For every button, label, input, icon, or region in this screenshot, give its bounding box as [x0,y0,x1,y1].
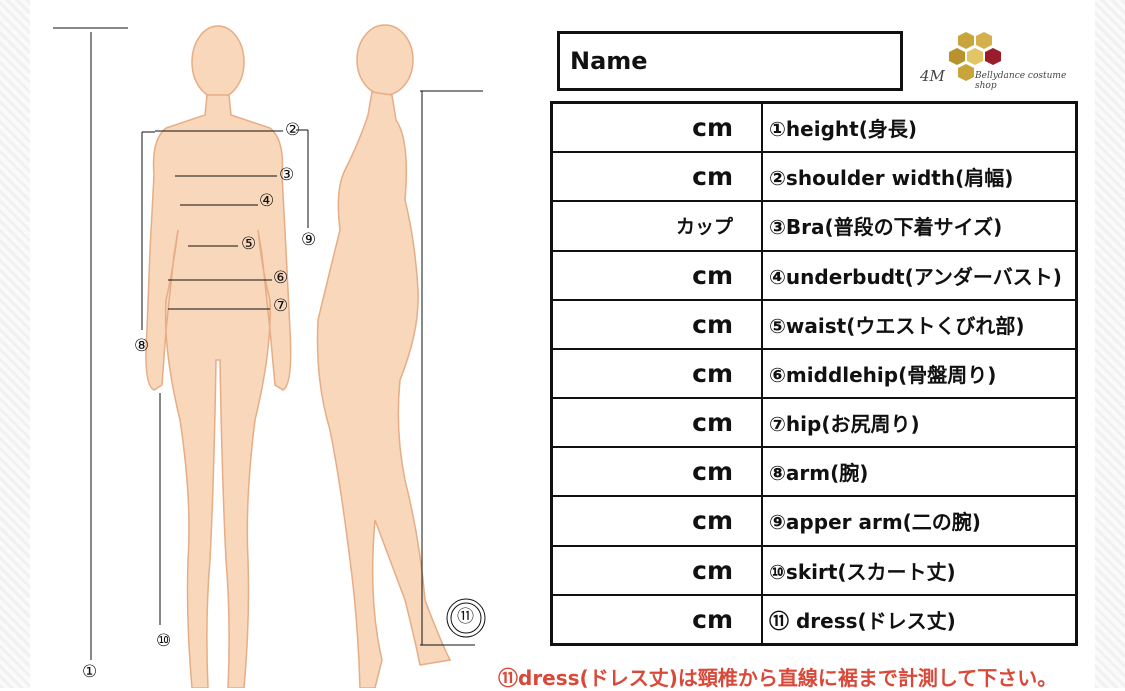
shop-logo: 4M Bellydance costume shop [918,30,1078,92]
background-texture-left [0,0,30,688]
measurement-value-field[interactable]: cm [550,397,763,449]
measurement-label: ⑤waist(ウエストくびれ部) [761,298,1078,350]
marker-5: ⑤ [241,234,257,254]
measurement-label: ②shoulder width(肩幅) [761,151,1078,203]
marker-2: ② [285,120,301,140]
measurement-label: ①height(身長) [761,101,1078,154]
marker-8: ⑧ [134,336,150,356]
marker-3: ③ [279,165,295,185]
marker-10: ⑩ [156,631,172,651]
measurement-value-field[interactable]: cm [550,101,763,154]
honeycomb-logo-icon [949,32,1001,81]
measurement-value-field[interactable]: cm [550,151,763,203]
marker-9: ⑨ [301,230,317,250]
marker-7: ⑦ [273,296,289,316]
measurement-value-field[interactable]: cm [550,593,763,646]
measurement-value-field[interactable]: カップ [550,200,763,252]
measurement-value-field[interactable]: cm [550,298,763,350]
measurement-label: ⑦hip(お尻周り) [761,397,1078,449]
name-field[interactable]: Name [557,31,903,91]
measurement-label: ⑨apper arm(二の腕) [761,495,1078,547]
measurement-value-field[interactable]: cm [550,249,763,301]
measurement-label: ⑪ dress(ドレス丈) [761,593,1078,646]
name-label: Name [570,47,648,75]
body-measurement-diagram [53,24,486,688]
dress-measurement-note: ⑪dress(ドレス丈)は頸椎から直線に裾まで計測して下さい。 [498,666,1058,690]
measurement-label: ③Bra(普段の下着サイズ) [761,200,1078,252]
logo-tagline: Bellydance costume shop [975,71,1067,91]
measurement-lines [53,27,486,660]
measurement-label: ⑥middlehip(骨盤周り) [761,347,1078,400]
marker-11: ⑪ [457,607,474,627]
side-figure [316,24,452,688]
measurement-value-field[interactable]: cm [550,495,763,547]
marker-4: ④ [259,191,275,211]
measurement-label: ④underbudt(アンダーバスト) [761,249,1078,301]
measurement-value-field[interactable]: cm [550,347,763,400]
measurement-label: ⑩skirt(スカート丈) [761,544,1078,596]
marker-6: ⑥ [273,268,289,288]
marker-1: ① [82,662,98,682]
logo-mark: 4M [920,67,945,85]
measurement-value-field[interactable]: cm [550,446,763,498]
background-texture-right [1095,0,1125,688]
front-figure [145,25,292,688]
measurement-value-field[interactable]: cm [550,544,763,596]
measurement-label: ⑧arm(腕) [761,446,1078,498]
